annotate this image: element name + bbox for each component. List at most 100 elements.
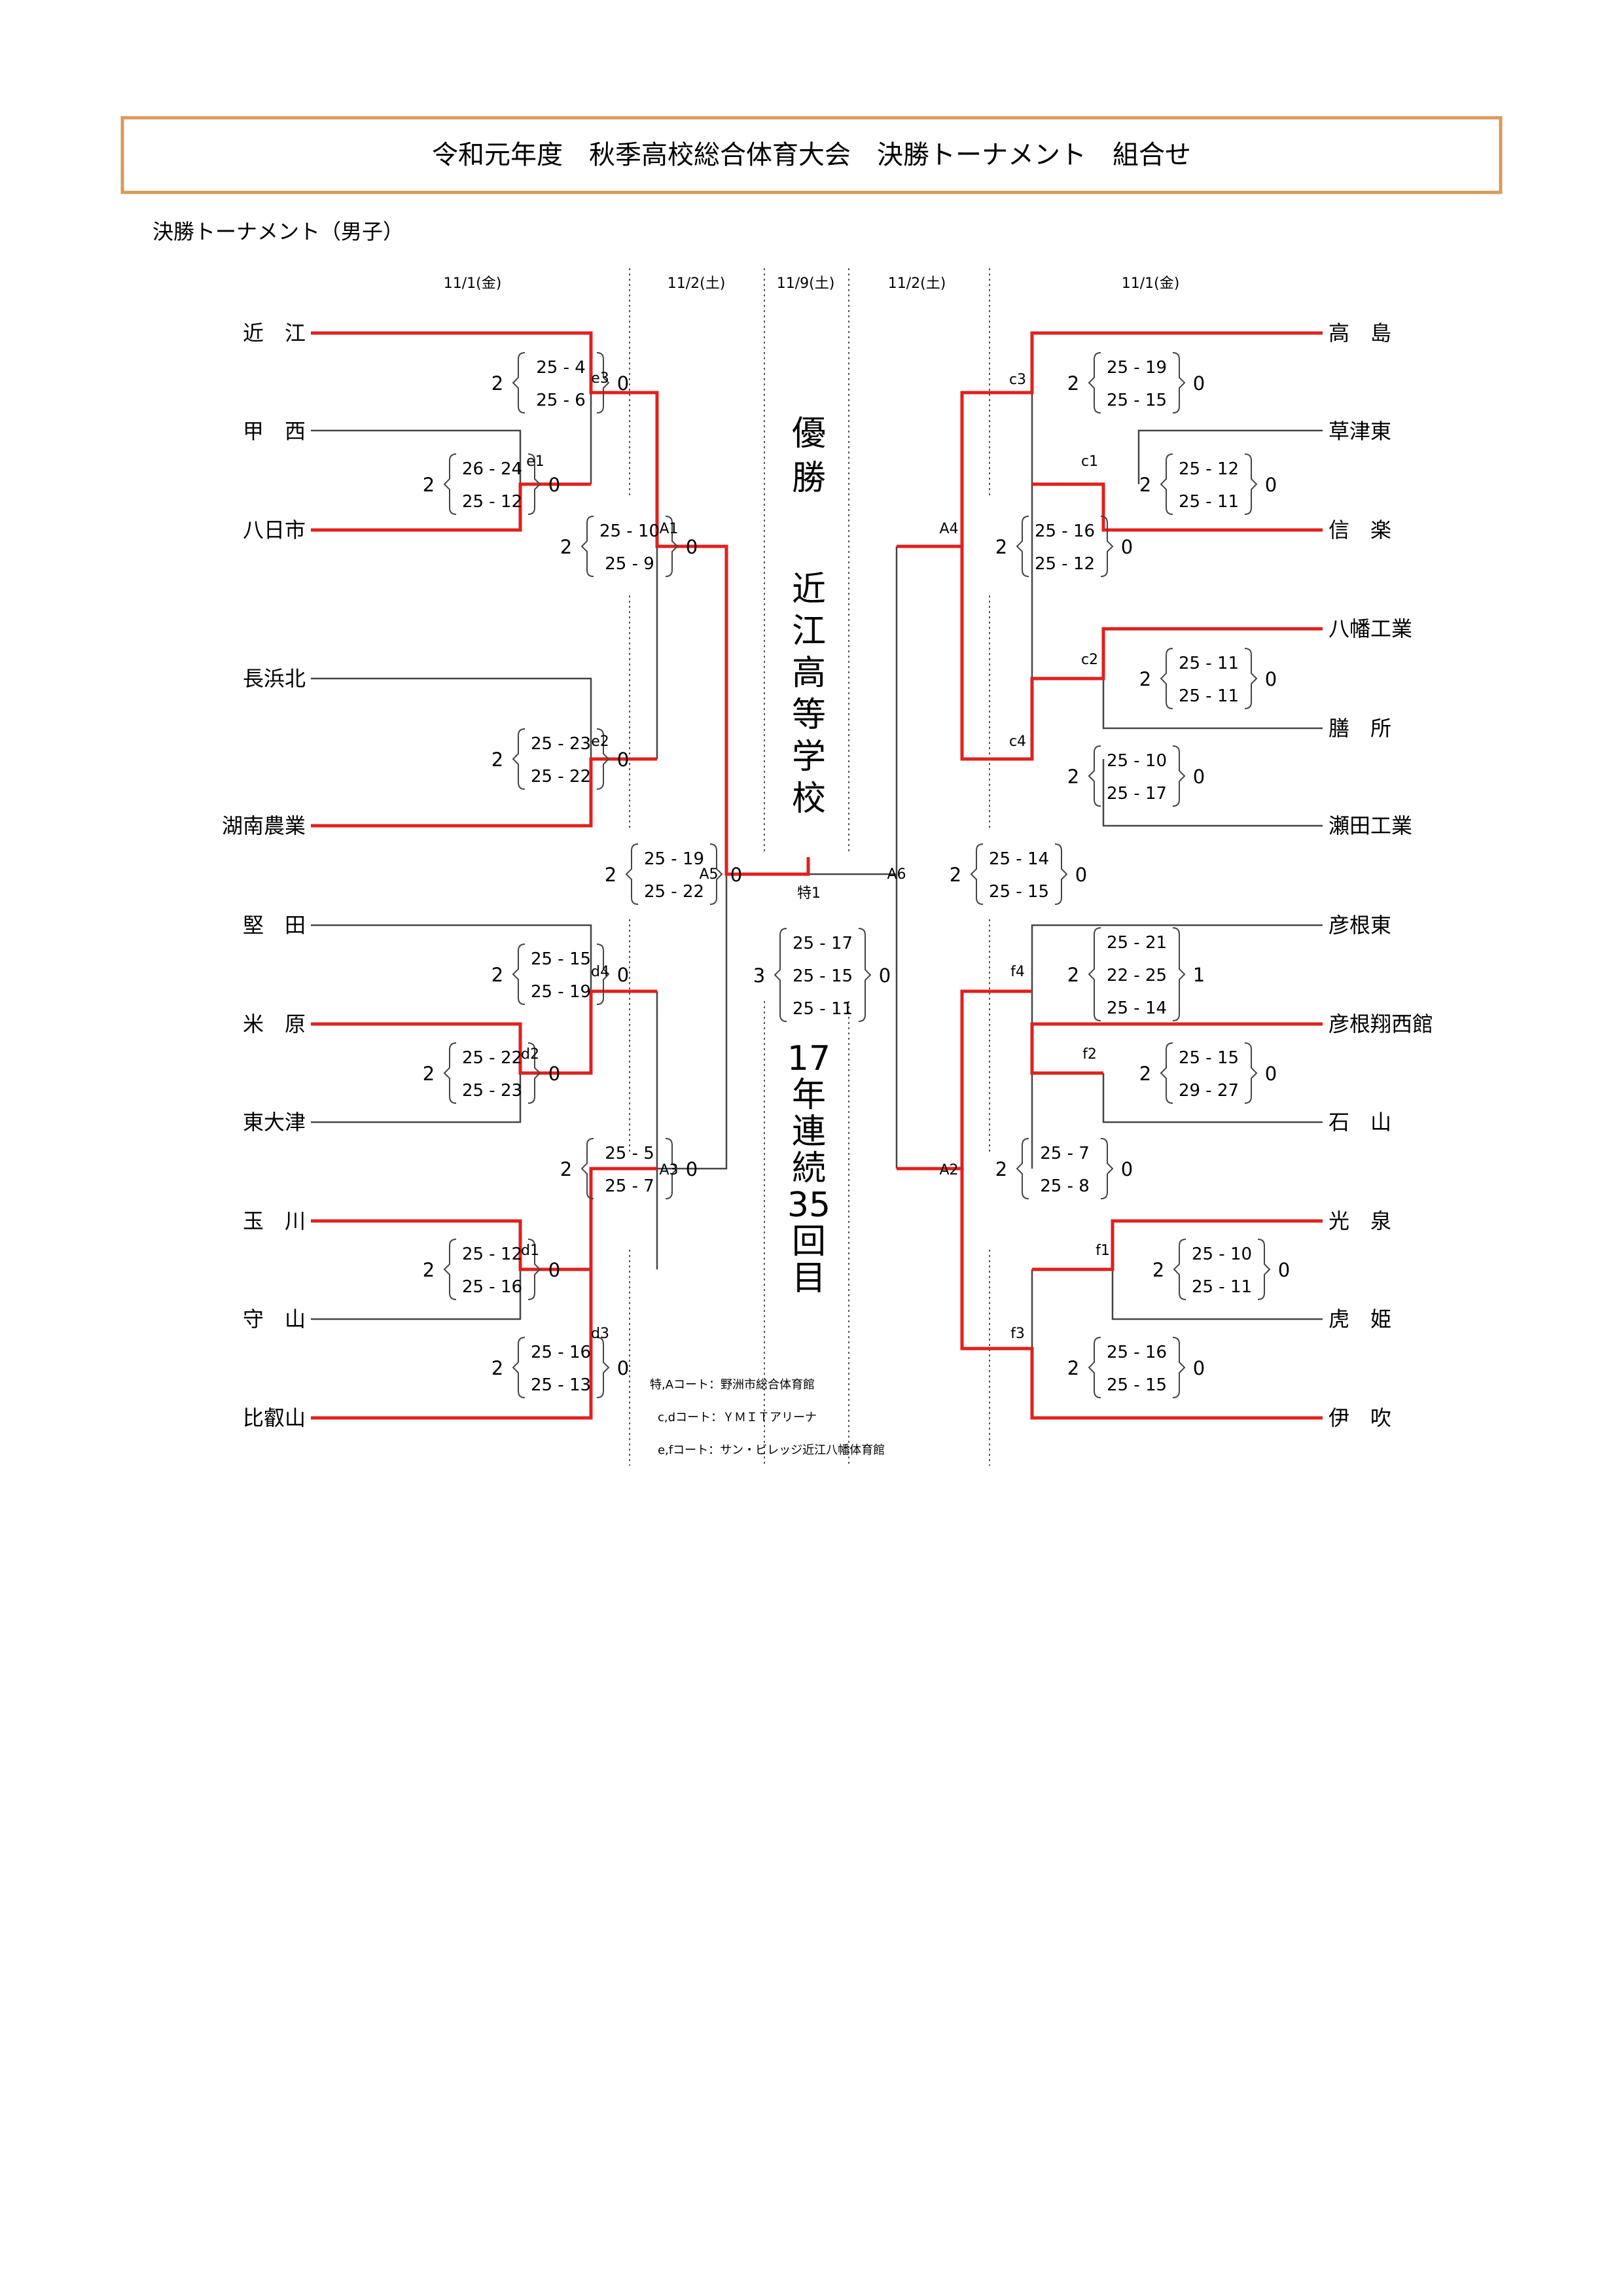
champion-name-char: 学	[792, 737, 826, 777]
bracket-line	[311, 924, 592, 991]
brace-right	[1244, 453, 1258, 515]
brace-right	[596, 728, 610, 790]
brace-left	[443, 1042, 457, 1104]
column-dividers	[629, 268, 990, 1466]
streak-char: 続	[792, 1149, 826, 1188]
match-code: A4	[939, 521, 958, 537]
team-left-8: 東大津	[243, 1110, 306, 1135]
bracket-line	[1102, 679, 1323, 730]
match-code: d1	[521, 1243, 539, 1259]
match-code: e2	[591, 733, 609, 750]
score-left: 2	[560, 536, 572, 558]
set-score: 25 - 10	[599, 521, 660, 541]
match-code: c2	[1081, 652, 1098, 668]
score-left: 2	[560, 1158, 572, 1180]
set-score: 25 - 13	[531, 1375, 591, 1395]
score-right: 0	[1265, 1063, 1277, 1085]
champion-label-char: 勝	[792, 459, 826, 498]
winner-path	[311, 482, 591, 532]
bracket-line	[657, 874, 728, 1170]
set-score: 25 - 12	[462, 492, 522, 512]
score-right: 0	[617, 749, 629, 771]
brace-right	[1172, 745, 1186, 807]
team-left-11: 比叡山	[243, 1405, 306, 1430]
team-right-8: 彦根翔西館	[1329, 1012, 1433, 1036]
set-score: 25 - 5	[605, 1144, 654, 1163]
brace-left	[512, 944, 526, 1005]
match-code: A5	[699, 866, 718, 883]
bracket-line	[1111, 1269, 1323, 1320]
brace-left	[512, 1337, 526, 1398]
set-score: 25 - 12	[1035, 554, 1095, 574]
set-score: 25 - 16	[1107, 1343, 1167, 1362]
streak-char: 17	[787, 1039, 830, 1078]
brace-right	[1244, 648, 1258, 709]
venue-note-1: 特,Aコート：野洲市総合体育館	[650, 1378, 815, 1392]
set-score: 25 - 4	[536, 358, 586, 378]
brace-left	[1016, 516, 1029, 577]
match-code: A3	[659, 1162, 678, 1178]
set-score: 25 - 19	[644, 849, 704, 869]
score-right: 0	[548, 1259, 560, 1281]
brace-right	[596, 944, 610, 1005]
match-code: e3	[591, 370, 609, 387]
score-left: 2	[491, 1357, 503, 1379]
score-right: 0	[617, 1357, 629, 1379]
match-code: f2	[1082, 1046, 1097, 1063]
streak-char: 連	[792, 1112, 826, 1152]
team-left-7: 米 原	[243, 1012, 306, 1036]
set-score: 25 - 22	[644, 882, 704, 902]
page-subtitle: 決勝トーナメント（男子）	[152, 219, 404, 244]
match-code: f3	[1010, 1326, 1025, 1342]
match-code: d4	[591, 964, 609, 980]
team-right-1: 高 島	[1329, 321, 1391, 345]
set-score: 25 - 11	[1179, 686, 1239, 706]
bracket-line	[1137, 429, 1323, 484]
set-score: 25 - 22	[531, 767, 591, 786]
champion-name-char: 校	[792, 779, 826, 819]
score-left: 2	[605, 864, 616, 886]
winner-path	[311, 989, 657, 1075]
team-right-6: 瀬田工業	[1329, 813, 1412, 838]
brace-right	[1172, 927, 1186, 1021]
winner-path	[311, 1219, 593, 1420]
brace-right	[527, 1042, 541, 1104]
score-left: 2	[423, 1063, 435, 1085]
score-left: 2	[1139, 668, 1151, 690]
winner-path	[1030, 1022, 1323, 1075]
score-right: 0	[730, 864, 742, 886]
winner-path	[311, 757, 657, 828]
bracket-line	[1102, 1073, 1323, 1123]
score-right: 0	[1075, 864, 1087, 886]
score-right: 0	[1121, 536, 1133, 558]
team-left-3: 八日市	[243, 518, 306, 542]
set-score: 25 - 10	[1107, 751, 1167, 771]
match-code: A6	[887, 866, 906, 883]
score-right: 0	[1193, 372, 1205, 395]
set-score: 25 - 15	[531, 949, 591, 969]
score-right: 0	[1265, 474, 1277, 496]
set-score: 25 - 23	[462, 1081, 522, 1101]
match-code-final: 特1	[797, 885, 821, 902]
brace-left	[1160, 1042, 1173, 1104]
team-right-3: 信 楽	[1329, 518, 1391, 542]
team-right-10: 光 泉	[1329, 1209, 1391, 1233]
score-right: 0	[686, 1158, 698, 1180]
champion-name-char: 等	[792, 696, 826, 735]
page-title: 令和元年度 秋季高校総合体育大会 決勝トーナメント 組合せ	[432, 140, 1191, 170]
set-score: 25 - 15	[1107, 1375, 1167, 1395]
team-right-12: 伊 吹	[1329, 1405, 1391, 1430]
set-score: 25 - 10	[1192, 1245, 1252, 1264]
brace-left	[580, 1138, 594, 1199]
set-score: 29 - 27	[1179, 1081, 1239, 1101]
set-score: 25 - 11	[793, 999, 853, 1019]
title-box	[120, 116, 1503, 194]
set-score: 25 - 17	[793, 934, 853, 953]
score-left: 2	[1139, 1063, 1151, 1085]
score-left: 2	[950, 864, 961, 886]
